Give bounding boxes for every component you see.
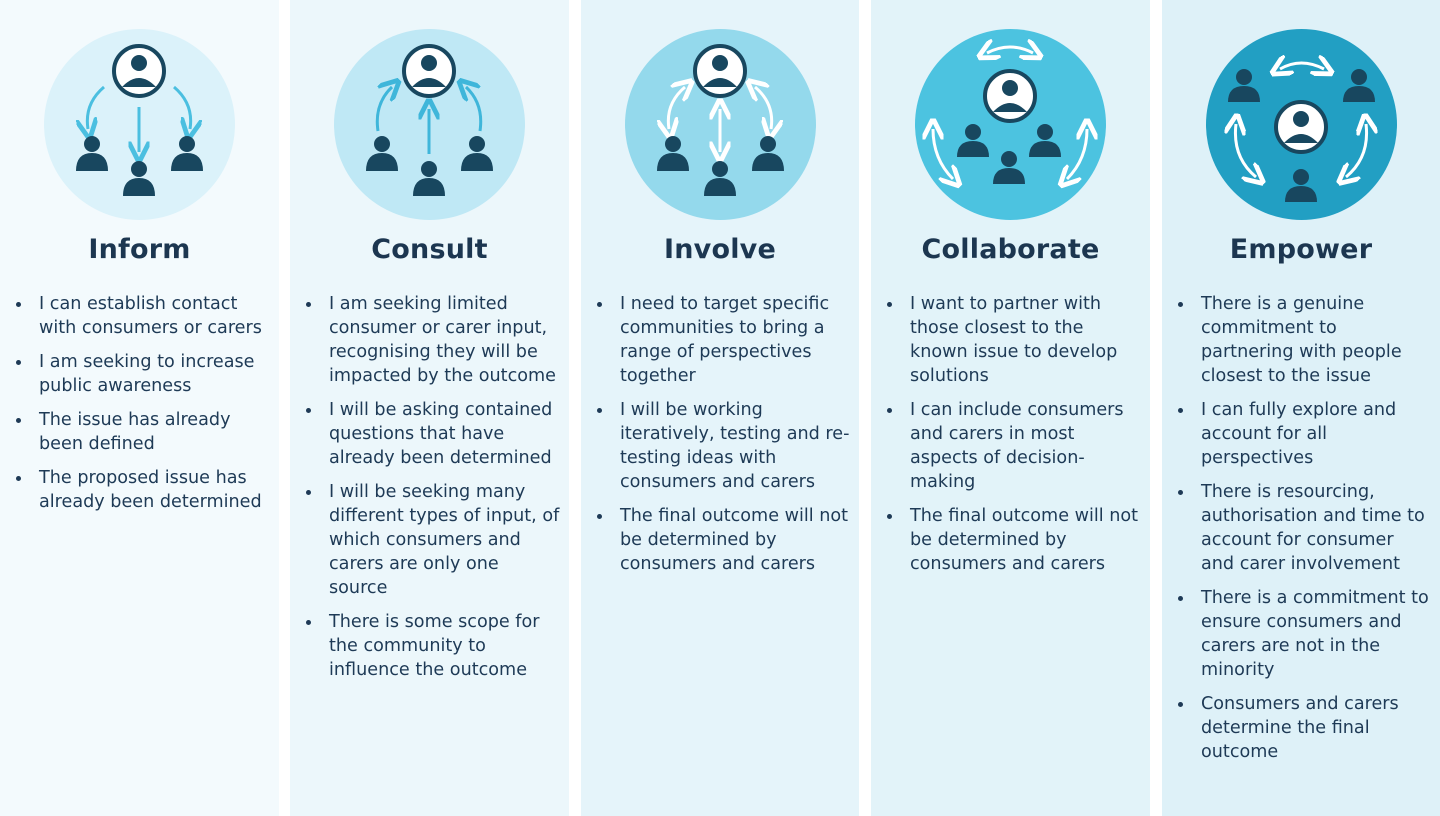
list-item: I will be asking contained questions tha… xyxy=(306,398,561,470)
bullet-list: I want to partner with those closest to … xyxy=(887,292,1142,586)
bullet-list: I am seeking limited consumer or carer i… xyxy=(306,292,561,692)
list-item: Consumers and carers determine the final… xyxy=(1178,692,1432,764)
list-item: I can fully explore and account for all … xyxy=(1178,398,1432,470)
bullet-list: I need to target specific communities to… xyxy=(597,292,851,586)
inform-icon xyxy=(44,29,235,220)
list-item: I will be seeking many different types o… xyxy=(306,480,561,600)
list-item: The final outcome will not be determined… xyxy=(887,504,1142,576)
list-item: There is a genuine commitment to partner… xyxy=(1178,292,1432,388)
list-item: I can include consumers and carers in mo… xyxy=(887,398,1142,494)
list-item: There is resourcing, authorisation and t… xyxy=(1178,480,1432,576)
column-inform: Inform I can establish contact with cons… xyxy=(0,0,279,816)
list-item: I need to target specific communities to… xyxy=(597,292,851,388)
column-empower: Empower There is a genuine commitment to… xyxy=(1162,0,1440,816)
list-item: There is a commitment to ensure consumer… xyxy=(1178,586,1432,682)
list-item: I am seeking limited consumer or carer i… xyxy=(306,292,561,388)
column-title: Consult xyxy=(371,234,488,265)
consult-icon xyxy=(334,29,525,220)
collaborate-icon xyxy=(915,29,1106,220)
list-item: The issue has already been defined xyxy=(16,408,271,456)
list-item: I want to partner with those closest to … xyxy=(887,292,1142,388)
column-consult: Consult I am seeking limited consumer or… xyxy=(290,0,569,816)
list-item: I can establish contact with consumers o… xyxy=(16,292,271,340)
column-title: Collaborate xyxy=(921,234,1100,265)
list-item: There is some scope for the community to… xyxy=(306,610,561,682)
column-title: Involve xyxy=(664,234,776,265)
column-involve: Involve I need to target specific commun… xyxy=(581,0,859,816)
list-item: I will be working iteratively, testing a… xyxy=(597,398,851,494)
column-collaborate: Collaborate I want to partner with those… xyxy=(871,0,1150,816)
list-item: The final outcome will not be determined… xyxy=(597,504,851,576)
list-item: I am seeking to increase public awarenes… xyxy=(16,350,271,398)
column-title: Empower xyxy=(1229,234,1373,265)
involve-icon xyxy=(625,29,816,220)
bullet-list: There is a genuine commitment to partner… xyxy=(1178,292,1432,774)
empower-icon xyxy=(1206,29,1397,220)
bullet-list: I can establish contact with consumers o… xyxy=(16,292,271,524)
list-item: The proposed issue has already been dete… xyxy=(16,466,271,514)
column-title: Inform xyxy=(88,234,191,265)
